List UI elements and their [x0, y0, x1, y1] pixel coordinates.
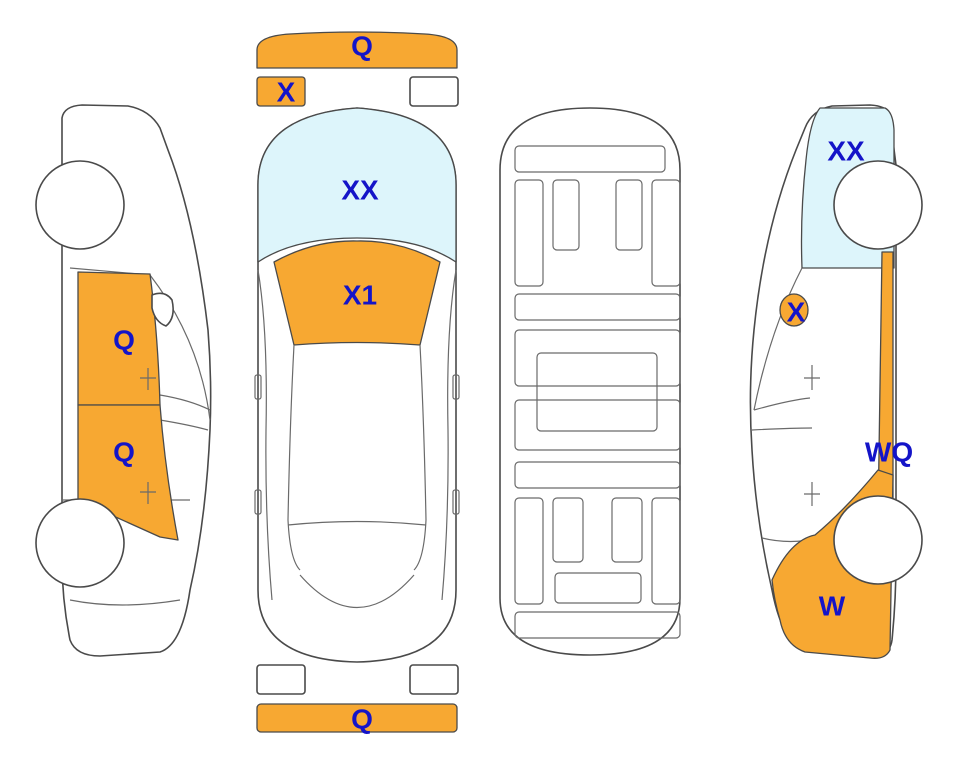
rear-left-corner-panel	[256, 664, 306, 695]
rear-right-corner-panel	[409, 664, 459, 695]
front-bumper-panel	[256, 31, 458, 69]
underside-view	[499, 107, 681, 656]
left-side-view: Q Q	[35, 104, 212, 657]
right-front-wheel	[833, 495, 923, 585]
windshield-panel	[257, 107, 457, 263]
right-mirror-label: X	[787, 297, 806, 328]
right-pillar-label: WQ	[865, 437, 913, 468]
left-rear-wheel	[35, 160, 125, 250]
front-bumper-label: Q	[351, 31, 373, 62]
left-front-wheel	[35, 498, 125, 588]
rear-bumper-label: Q	[351, 704, 373, 735]
front-left-corner-panel	[256, 76, 306, 107]
right-front-fender-label: W	[819, 591, 846, 622]
left-front-door-label: Q	[113, 325, 135, 356]
front-right-corner-panel	[409, 76, 459, 107]
right-rear-glass-label: XX	[827, 136, 865, 167]
hood-label: X1	[343, 280, 377, 311]
left-mirror-window	[151, 292, 174, 327]
right-rear-wheel	[833, 160, 923, 250]
windshield-label: XX	[341, 175, 379, 206]
right-mirror-panel	[779, 293, 809, 327]
front-left-corner-label: X	[277, 77, 296, 108]
top-view: Q X XX X1 Q	[254, 31, 460, 735]
hood-panel	[273, 240, 441, 346]
right-side-view: XX X WQ W	[749, 104, 923, 659]
left-rear-door-label: Q	[113, 437, 135, 468]
rear-bumper-panel	[256, 703, 458, 733]
